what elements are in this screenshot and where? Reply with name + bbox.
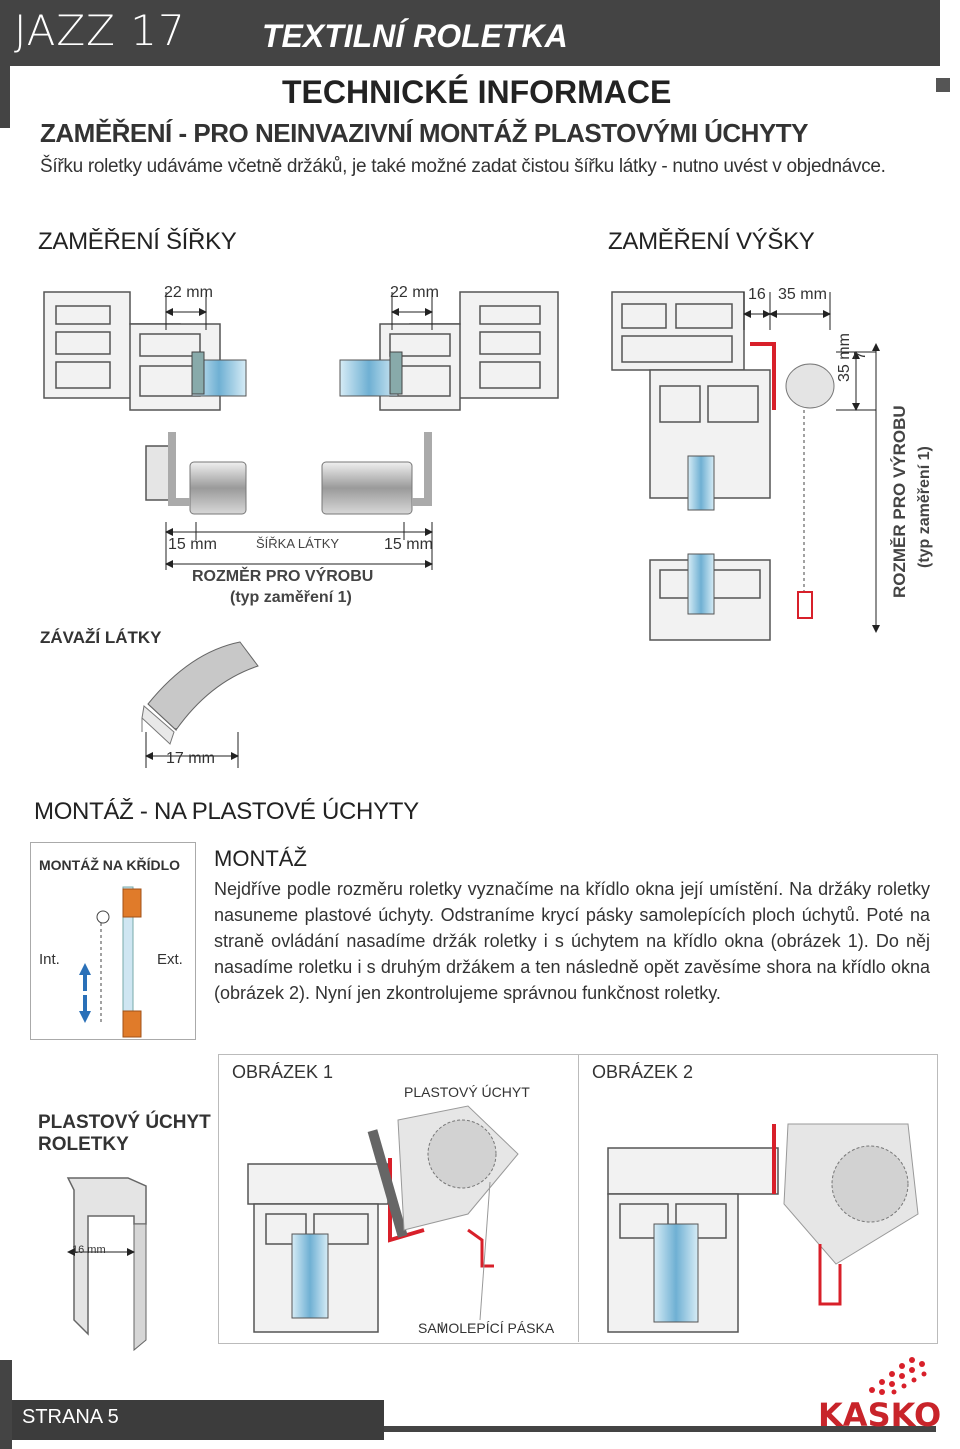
header-band <box>0 0 940 66</box>
page-title: TECHNICKÉ INFORMACE <box>282 74 672 110</box>
figure1-profile <box>247 1163 389 1333</box>
footer-bar <box>0 1360 12 1449</box>
figure1-weight <box>467 1228 494 1268</box>
clip-label-line2: ROLETKY <box>38 1134 129 1155</box>
height-window-profile <box>611 291 771 641</box>
top-clip <box>122 888 142 918</box>
width-measure-type: (typ zaměření 1) <box>230 589 352 606</box>
height-production-label: ROZMĚR PRO VÝROBU <box>890 405 909 598</box>
right-glass-pane <box>339 359 399 397</box>
height-roller-circle <box>785 363 835 409</box>
left-roller-tube <box>189 461 247 515</box>
brand-logo: JAZZ 17 <box>14 6 186 55</box>
dim-label-15-left: 15 mm <box>168 536 217 553</box>
figure1-title: OBRÁZEK 1 <box>232 1062 334 1082</box>
arrow-up-icon <box>79 963 91 991</box>
dim-label-7: 7 <box>852 351 869 360</box>
figure1-glass <box>291 1233 329 1319</box>
right-glass-spacer <box>389 351 403 395</box>
left-bracket <box>168 432 190 506</box>
exterior-label: Ext. <box>157 951 183 968</box>
mounting-heading: MONTÁŽ - NA PLASTOVÉ ÚCHYTY <box>34 798 419 825</box>
figure2-glass <box>653 1223 699 1323</box>
clip-dim-label: 16 mm <box>72 1244 106 1256</box>
kasko-logo: KASKO <box>818 1396 942 1434</box>
weight-bar-body <box>147 641 259 731</box>
figure1-tape <box>367 1129 408 1238</box>
dim-label-35-top: 35 mm <box>778 286 827 303</box>
corner-square <box>936 78 950 92</box>
interior-label: Int. <box>39 951 60 968</box>
height-bottom-weight <box>797 591 813 619</box>
fabric-width-label: ŠÍŘKA LÁTKY <box>256 536 340 551</box>
figure1-tape-label: SAMOLEPÍCÍ PÁSKA <box>418 1320 555 1336</box>
mounting-box: MONTÁŽ NA KŘÍDLO Int. Ext. <box>30 842 196 1040</box>
mounting-text: Nejdříve podle rozměru roletky vyznačíme… <box>214 879 930 1003</box>
arrow-down-icon <box>79 995 91 1023</box>
footer-page-box <box>12 1400 384 1440</box>
dim-label-17: 17 mm <box>166 750 215 767</box>
width-heading: ZAMĚŘENÍ ŠÍŘKY <box>38 228 237 255</box>
figure-drawings <box>247 1105 919 1333</box>
right-window-profile <box>379 291 559 411</box>
kasko-dots-icon <box>869 1357 927 1395</box>
height-glass-bottom <box>687 553 715 615</box>
height-red-clip <box>750 342 776 410</box>
figure2-weight <box>818 1244 842 1306</box>
measurement-diagrams <box>43 291 880 641</box>
clip-profile-drawing <box>66 1177 147 1352</box>
mounting-text-heading: MONTÁŽ <box>214 846 307 871</box>
height-measure-type: (typ zaměření 1) <box>916 446 933 568</box>
figure2-roller <box>831 1145 909 1223</box>
right-roller-tube <box>321 461 413 515</box>
product-subtitle: TEXTILNÍ ROLETKA <box>262 18 568 54</box>
bottom-clip <box>122 1010 142 1038</box>
right-bracket <box>412 432 432 506</box>
footer-rule <box>384 1426 936 1432</box>
dim-label-22-right: 22 mm <box>390 284 439 301</box>
header-gap <box>940 0 960 66</box>
dim-label-16: 16 <box>748 286 766 303</box>
width-production-label: ROZMĚR PRO VÝROBU <box>192 568 374 585</box>
measure-heading: ZAMĚŘENÍ - PRO NEINVAZIVNÍ MONTÁŽ PLASTO… <box>40 118 809 148</box>
clip-label-line1: PLASTOVÝ ÚCHYT <box>38 1112 211 1133</box>
left-glass-spacer <box>191 351 205 395</box>
weight-bar-drawing <box>141 641 259 768</box>
mounting-box-title: MONTÁŽ NA KŘÍDLO <box>39 857 181 873</box>
measure-note: Šířku roletky udáváme včetně držáků, je … <box>40 156 886 177</box>
height-heading: ZAMĚŘENÍ VÝŠKY <box>608 228 815 255</box>
height-glass-top <box>687 455 715 511</box>
roller-end <box>96 910 110 924</box>
left-window-profile <box>43 291 221 501</box>
figure1-clip-label: PLASTOVÝ ÚCHYT <box>404 1084 530 1100</box>
figure1-roller <box>427 1119 497 1189</box>
dim-label-22-left: 22 mm <box>164 284 213 301</box>
page-number: STRANA 5 <box>22 1406 119 1428</box>
left-accent-bar <box>0 66 10 128</box>
dim-label-15-right: 15 mm <box>384 536 433 553</box>
figure2-title: OBRÁZEK 2 <box>592 1062 694 1082</box>
figures-divider <box>578 1054 579 1342</box>
weight-label: ZÁVAŽÍ LÁTKY <box>40 628 162 647</box>
